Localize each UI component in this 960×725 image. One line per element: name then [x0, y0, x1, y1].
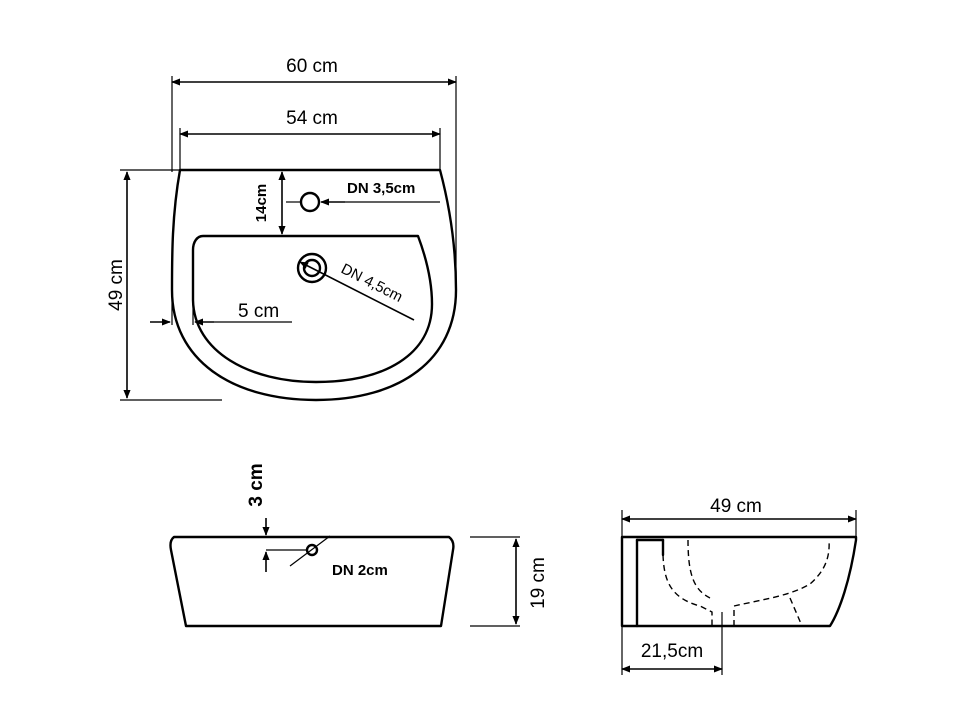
side-basin-outline — [620, 535, 858, 628]
label-side-depth: 49 cm — [710, 496, 762, 517]
basin-outer-outline — [170, 168, 458, 402]
side-hidden-bowl-front — [687, 539, 830, 626]
basin-inner-bowl — [191, 234, 434, 384]
drain-outer-ring — [296, 252, 328, 284]
side-view: 49 cm 21,5cm — [620, 496, 858, 675]
label-overflow: DN 2cm — [332, 562, 388, 579]
side-hidden-drain — [789, 597, 803, 627]
label-rim-width: 5 cm — [238, 301, 279, 322]
tap-hole — [299, 191, 321, 213]
label-inner-width: 54 cm — [286, 108, 338, 129]
top-view: 60 cm 54 cm 49 cm 14cm DN 3,5cm DN 4,5cm… — [106, 56, 458, 402]
label-height: 19 cm — [528, 557, 549, 609]
label-depth: 49 cm — [106, 259, 127, 311]
side-back-wall — [635, 538, 665, 628]
label-overflow-offset: 3 cm — [246, 463, 267, 506]
leader-overflow — [289, 535, 331, 567]
label-drain-offset: 21,5cm — [641, 641, 703, 662]
front-basin-outline — [169, 535, 455, 628]
label-tap-hole: DN 3,5cm — [347, 180, 415, 197]
front-view: 3 cm DN 2cm 19 cm — [169, 463, 549, 628]
leader-drain — [299, 261, 415, 321]
label-overall-width: 60 cm — [286, 56, 338, 77]
side-hidden-bowl — [662, 554, 713, 626]
overflow-hole — [305, 543, 319, 557]
label-tap-offset: 14cm — [253, 184, 270, 222]
